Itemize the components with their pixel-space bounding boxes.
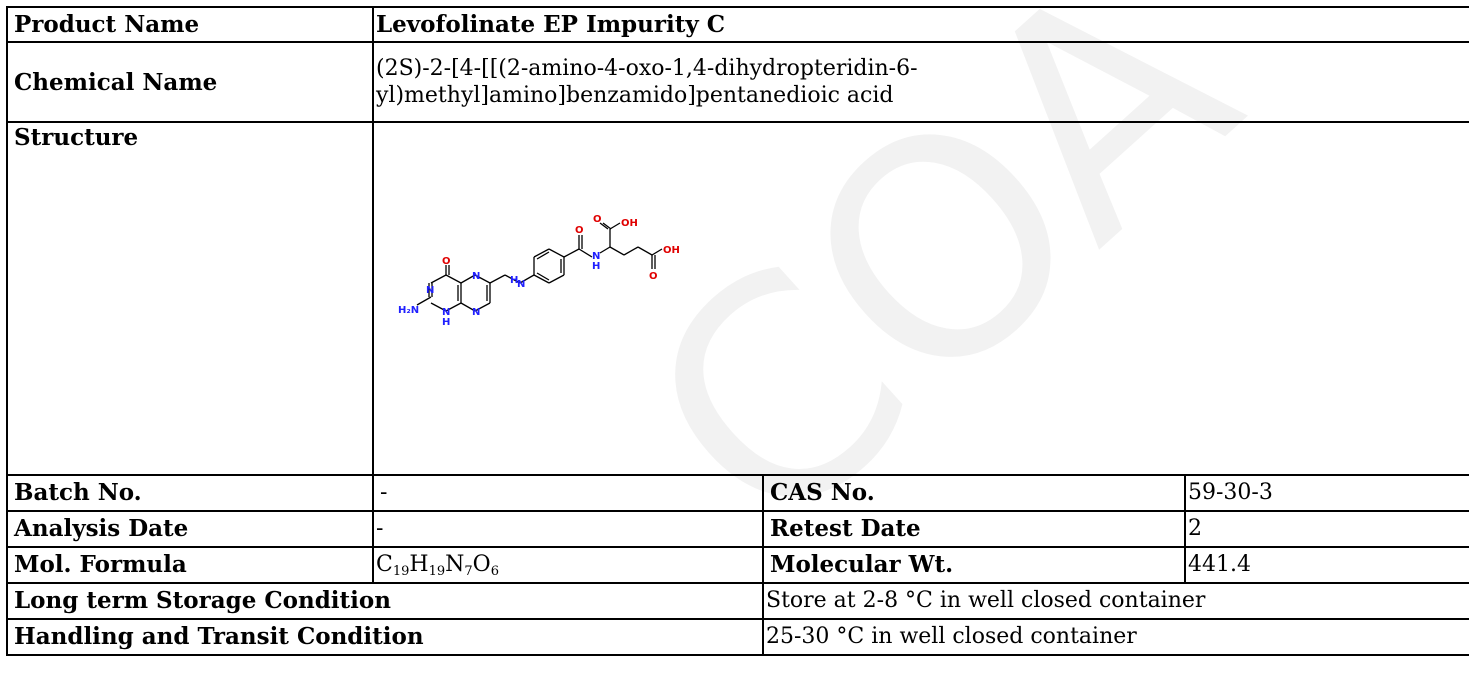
cas-no-value: 59-30-3 (1183, 474, 1469, 512)
chemical-name-line1: (2S)-2-[4-[[(2-amino-4-oxo-1,4-dihydropt… (376, 56, 918, 81)
structure-label: Structure (6, 121, 374, 476)
row-chemical-name: Chemical Name (2S)-2-[4-[[(2-amino-4-oxo… (6, 41, 1469, 123)
handling-condition-value: 25-30 °C in well closed container (761, 618, 1469, 656)
structure-image-cell: O N N N H N H₂N N H O N H O OH OH O (371, 121, 1469, 476)
storage-condition-label: Long term Storage Condition (6, 582, 764, 620)
product-name-value: Levofolinate EP Impurity C (371, 6, 1469, 43)
row-analysis-retest: Analysis Date - Retest Date 2 (6, 510, 1469, 548)
retest-date-value: 2 (1183, 510, 1469, 548)
row-handling: Handling and Transit Condition 25-30 °C … (6, 618, 1469, 656)
formula-h-count: 19 (428, 564, 446, 579)
row-structure: Structure (6, 121, 1469, 476)
formula-h: H (409, 552, 429, 577)
molecule-structure: O N N N H N H₂N N H O N H O OH OH O (398, 214, 680, 328)
atom-o: O (442, 256, 451, 267)
row-storage: Long term Storage Condition Store at 2-8… (6, 582, 1469, 620)
row-batch-cas: Batch No. - CAS No. 59-30-3 (6, 474, 1469, 512)
atom-n: N (592, 251, 600, 262)
atom-n: N (426, 285, 434, 296)
formula-n: N (445, 552, 465, 577)
atom-h: H (592, 261, 600, 272)
atom-h: H (442, 317, 450, 328)
atom-n: N (442, 307, 450, 318)
mol-formula-value: C19H19N7O6 (372, 546, 764, 584)
product-spec-table: Product Name Levofolinate EP Impurity C … (6, 6, 1469, 656)
molecular-wt-label: Molecular Wt. (762, 546, 1186, 584)
chemical-name-line2: yl)methyl]amino]benzamido]pentanedioic a… (376, 83, 894, 108)
row-product-name: Product Name Levofolinate EP Impurity C (6, 6, 1469, 43)
formula-o: O (472, 552, 491, 577)
atom-n: N (472, 271, 480, 282)
chemical-name-value: (2S)-2-[4-[[(2-amino-4-oxo-1,4-dihydropt… (371, 41, 1469, 123)
batch-no-label: Batch No. (6, 474, 374, 512)
storage-condition-value: Store at 2-8 °C in well closed container (761, 582, 1469, 620)
atom-n: N (517, 279, 525, 290)
handling-condition-label: Handling and Transit Condition (6, 618, 764, 656)
formula-c-count: 19 (392, 564, 410, 579)
atom-h: H (510, 275, 518, 286)
product-name-label: Product Name (6, 6, 374, 43)
mol-formula-label: Mol. Formula (6, 546, 374, 584)
formula-o-count: 6 (490, 564, 499, 579)
molecular-wt-value: 441.4 (1183, 546, 1469, 584)
cas-no-label: CAS No. (762, 474, 1186, 512)
atom-oh: OH (621, 218, 638, 229)
atom-o: O (649, 271, 658, 282)
analysis-date-value: - (372, 510, 764, 548)
atom-n: N (472, 307, 480, 318)
molecule-atoms: O N N N H N H₂N N H O N H O OH OH O (398, 214, 680, 328)
analysis-date-label: Analysis Date (6, 510, 374, 548)
atom-o: O (593, 214, 602, 225)
batch-no-value: - (372, 474, 764, 512)
atom-oh: OH (663, 245, 680, 256)
chemical-name-label: Chemical Name (6, 41, 374, 123)
row-formula-weight: Mol. Formula C19H19N7O6 Molecular Wt. 44… (6, 546, 1469, 584)
atom-h2n: H₂N (398, 305, 419, 316)
atom-o: O (575, 225, 584, 236)
formula-c: C (376, 552, 393, 577)
molecule-bonds (416, 222, 663, 312)
retest-date-label: Retest Date (762, 510, 1186, 548)
formula-n-count: 7 (464, 564, 473, 579)
